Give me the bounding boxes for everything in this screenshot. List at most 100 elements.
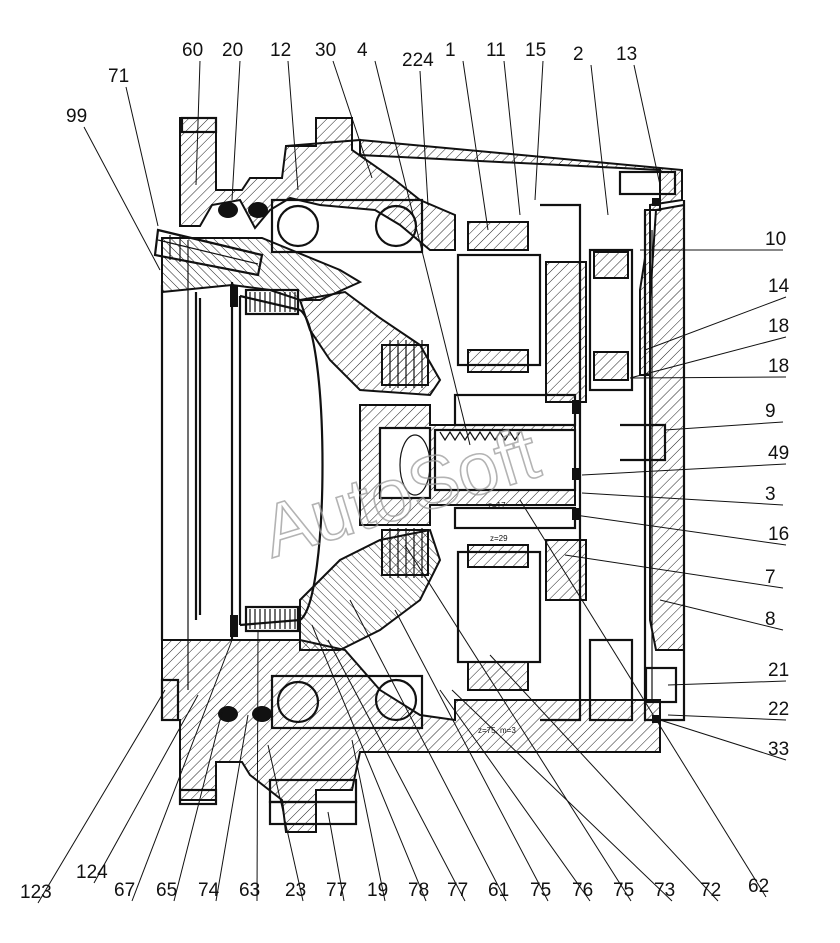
callout-label: 77	[447, 880, 468, 901]
callout-label: 67	[114, 880, 135, 901]
leader-line	[462, 60, 489, 231]
callout-label: 77	[326, 880, 347, 901]
leader-line	[287, 60, 299, 191]
callout-label: 71	[108, 66, 129, 87]
callout-label: 11	[486, 40, 506, 61]
leader-line	[267, 744, 304, 902]
callout-label: 99	[66, 106, 87, 127]
leader-line	[37, 689, 166, 904]
callout-label: 123	[20, 882, 52, 903]
callout-label: 15	[525, 40, 546, 61]
leader-line	[173, 711, 223, 902]
callout-label: 1	[445, 40, 456, 61]
leader-line	[93, 694, 199, 884]
callout-label: 78	[408, 880, 429, 901]
leader-line	[327, 639, 466, 902]
planet-gears	[456, 203, 634, 722]
leader-line	[451, 689, 673, 902]
leader-line	[311, 624, 427, 902]
callout-label: 14	[768, 276, 790, 297]
note-sun-teeth: z=17	[488, 501, 506, 510]
callout-label: 124	[76, 862, 108, 883]
leader-line	[404, 544, 632, 902]
note-ring-teeth: z=75, m=3	[478, 726, 516, 735]
callout-label: 8	[765, 609, 776, 630]
callout-label: 16	[768, 524, 789, 545]
leader-line	[664, 421, 784, 431]
leader-line	[195, 60, 201, 186]
leader-line	[590, 64, 609, 216]
callout-label: 4	[357, 40, 368, 61]
leader-line	[125, 86, 159, 227]
leader-line	[629, 376, 787, 379]
leader-line	[519, 499, 767, 898]
callout-label: 72	[700, 880, 721, 901]
callout-label: 74	[198, 880, 220, 901]
callout-label: 19	[367, 880, 388, 901]
leader-line	[327, 811, 345, 902]
leader-line	[667, 680, 787, 686]
leader-line	[667, 714, 787, 721]
callout-label: 63	[239, 880, 260, 901]
leader-line	[374, 60, 471, 446]
central-shaft	[359, 393, 580, 530]
leader-line	[503, 60, 521, 216]
callout-label: 21	[768, 660, 789, 681]
callout-label: 2	[573, 44, 584, 65]
leader-line	[351, 739, 386, 902]
cover-plate	[618, 170, 686, 723]
callout-label: 18	[768, 316, 789, 337]
callout-label: 62	[748, 876, 769, 897]
callout-label: 33	[768, 739, 789, 760]
leader-line	[659, 599, 784, 631]
leader-line	[256, 629, 259, 902]
leader-line	[581, 463, 787, 476]
callout-label: 13	[616, 44, 637, 65]
callout-label: 61	[488, 880, 509, 901]
brake-discs	[381, 340, 429, 578]
callout-label: 18	[768, 356, 789, 377]
leader-line	[394, 609, 549, 902]
callout-label: 76	[572, 880, 593, 901]
callout-label: 23	[285, 880, 306, 901]
leader-line	[489, 654, 719, 902]
leader-line	[644, 296, 787, 351]
callout-label: 9	[765, 401, 776, 422]
callout-label: 7	[765, 567, 776, 588]
callout-label: 20	[222, 40, 243, 61]
leader-line	[633, 64, 661, 186]
leader-line	[131, 639, 233, 902]
leader-line	[439, 689, 591, 902]
callout-label: 224	[402, 50, 434, 71]
leader-line	[332, 60, 373, 179]
callout-label: 12	[270, 40, 291, 61]
callout-label: 75	[613, 880, 634, 901]
leader-line	[581, 492, 784, 506]
callout-label: 30	[315, 40, 336, 61]
leader-line	[659, 719, 787, 761]
callout-label: 65	[156, 880, 177, 901]
callout-label: 60	[182, 40, 203, 61]
callout-label: 3	[765, 484, 776, 505]
leader-line	[83, 126, 161, 271]
leader-line	[231, 60, 241, 201]
callout-label: 22	[768, 699, 789, 720]
leader-line	[419, 70, 429, 206]
leader-line	[215, 714, 249, 902]
callout-label: 49	[768, 443, 789, 464]
callout-label: 10	[765, 229, 786, 250]
input-drum	[160, 240, 324, 690]
leader-line	[534, 60, 544, 201]
callout-label: 75	[530, 880, 551, 901]
callout-label: 73	[654, 880, 675, 901]
breather-pipe	[153, 228, 264, 277]
mounting-bolts	[160, 116, 358, 826]
leader-line	[629, 336, 787, 379]
leader-line	[349, 599, 507, 902]
spring-packs	[244, 288, 300, 633]
leader-line	[574, 514, 787, 546]
shaft-seals	[218, 202, 272, 722]
note-planet-teeth: z=29	[490, 534, 508, 543]
